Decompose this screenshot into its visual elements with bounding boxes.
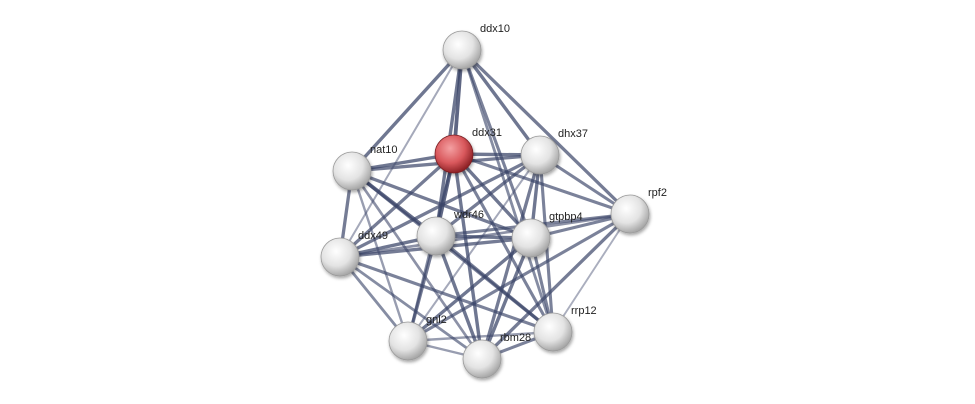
node-label: gtpbp4 [549, 211, 583, 223]
node-sphere[interactable] [320, 237, 360, 277]
node-sphere[interactable] [520, 135, 560, 175]
edge-ddx10-ddx49[interactable] [339, 49, 463, 258]
edge-dhx37-wdr46[interactable] [434, 153, 542, 238]
node-label: ddx49 [358, 230, 388, 242]
edge-dhx37-gnl2[interactable] [407, 154, 541, 342]
node-sphere[interactable] [533, 312, 573, 352]
edge-ddx49-rbm28[interactable] [338, 255, 484, 361]
node-sphere[interactable] [511, 218, 551, 258]
edge-nat10-rbm28[interactable] [350, 169, 484, 361]
edge-ddx49-rrp12[interactable] [338, 255, 555, 334]
edge-rpf2-rrp12[interactable] [552, 213, 631, 333]
node-label: nat10 [370, 144, 398, 156]
edge-ddx31-rbm28[interactable] [452, 152, 484, 361]
node-dhx37[interactable]: dhx37 [520, 128, 588, 175]
edge-ddx10-nat10[interactable] [350, 48, 464, 173]
node-gtpbp4[interactable]: gtpbp4 [511, 211, 583, 258]
node-label: ddx31 [472, 127, 502, 139]
node-gnl2[interactable]: gnl2 [388, 314, 447, 361]
edge-ddx10-rrp12[interactable] [460, 48, 555, 334]
node-label: rpf2 [648, 187, 667, 199]
node-sphere[interactable] [442, 30, 482, 70]
node-label: gnl2 [426, 314, 447, 326]
edge-gtpbp4-rbm28[interactable] [480, 236, 533, 361]
edge-ddx10-dhx37[interactable] [460, 48, 542, 157]
node-sphere[interactable] [434, 134, 474, 174]
node-sphere[interactable] [462, 339, 502, 379]
node-ddx31[interactable]: ddx31 [434, 127, 502, 174]
node-sphere[interactable] [610, 194, 650, 234]
edge-dhx37-ddx49[interactable] [338, 153, 542, 259]
edge-gnl2-rrp12[interactable] [406, 330, 555, 343]
node-sphere[interactable] [416, 216, 456, 256]
edge-rpf2-gnl2[interactable] [406, 212, 632, 343]
edge-wdr46-rrp12[interactable] [434, 234, 555, 334]
edge-gtpbp4-gnl2[interactable] [406, 236, 533, 343]
edge-ddx31-rrp12[interactable] [452, 152, 555, 334]
node-ddx10[interactable]: ddx10 [442, 23, 510, 70]
node-nat10[interactable]: nat10 [332, 144, 398, 191]
node-wdr46[interactable]: wdr46 [416, 209, 484, 256]
node-sphere[interactable] [388, 321, 428, 361]
node-rrp12[interactable]: rrp12 [533, 305, 597, 352]
node-label: rbm28 [500, 332, 531, 344]
node-ddx49[interactable]: ddx49 [320, 230, 388, 277]
node-label: rrp12 [571, 305, 597, 317]
edge-nat10-gnl2[interactable] [350, 169, 410, 343]
node-rpf2[interactable]: rpf2 [610, 187, 667, 234]
node-rbm28[interactable]: rbm28 [462, 332, 531, 379]
node-label: dhx37 [558, 128, 588, 140]
edge-dhx37-rbm28[interactable] [480, 153, 542, 361]
edge-ddx10-rpf2[interactable] [460, 48, 632, 216]
node-label: wdr46 [453, 209, 484, 221]
edge-nat10-gtpbp4[interactable] [350, 169, 533, 240]
node-label: ddx10 [480, 23, 510, 35]
node-sphere[interactable] [332, 151, 372, 191]
